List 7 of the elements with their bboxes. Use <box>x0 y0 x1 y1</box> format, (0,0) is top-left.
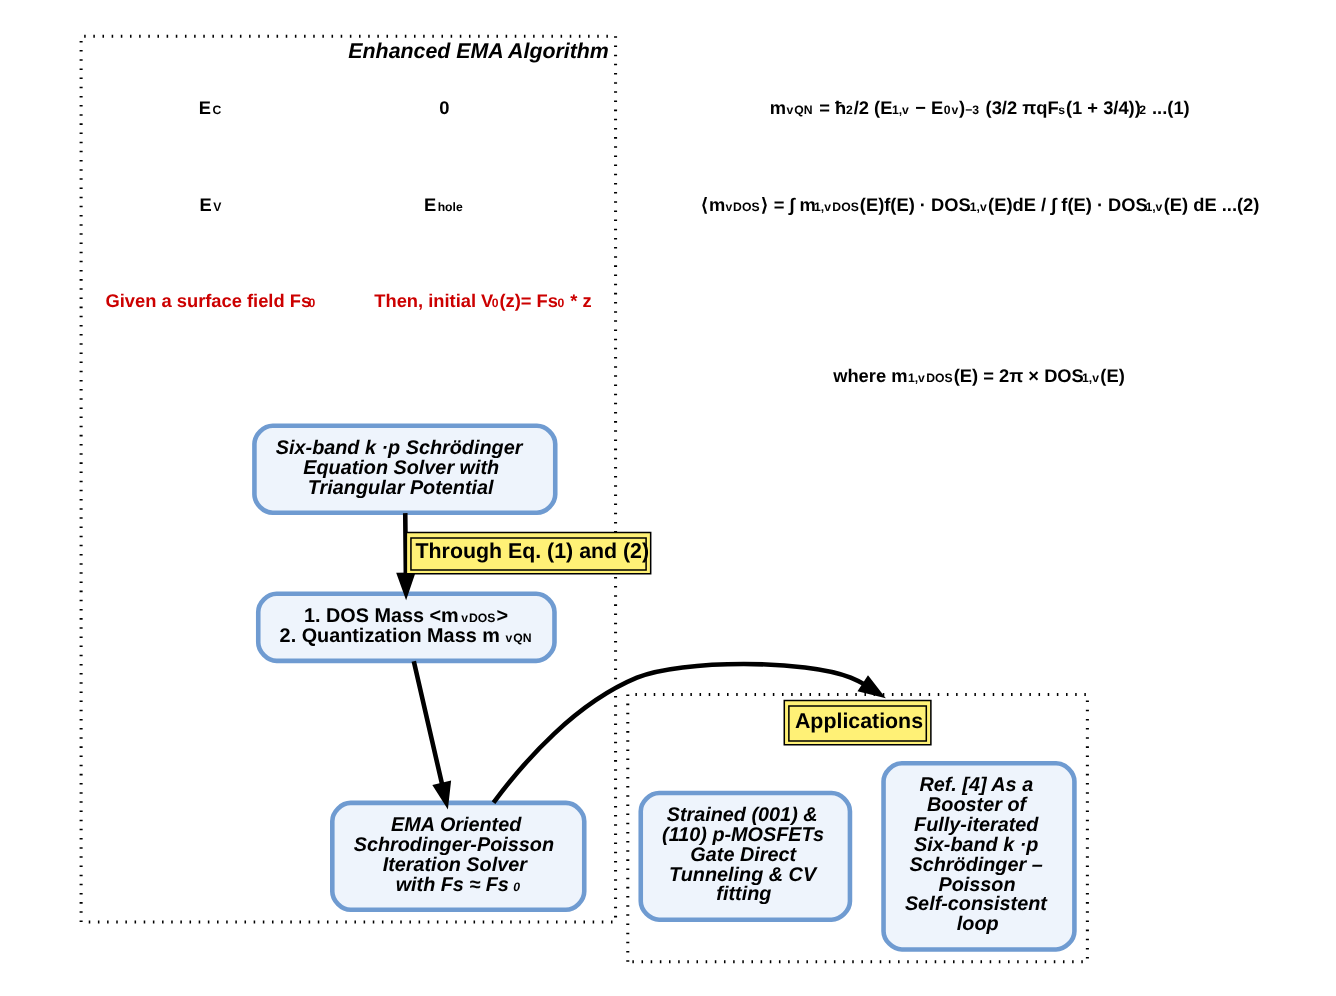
arrow <box>395 512 415 600</box>
arrow <box>410 659 451 809</box>
node-box: Strained (001) & (110) p-MOSFETs Gate Direct Tunneling & CV fitting <box>637 789 852 921</box>
node-box: Six-band k ·p Schrödinger Equation Solver with Triangular Potential <box>251 422 557 515</box>
label: 0 <box>438 97 449 118</box>
node-box: Ref. [4] As a Booster of Fully-iterated Six-band k ·p Schrödinger – Poisson Self-consistent loop <box>880 759 1076 951</box>
arrow <box>490 660 885 804</box>
